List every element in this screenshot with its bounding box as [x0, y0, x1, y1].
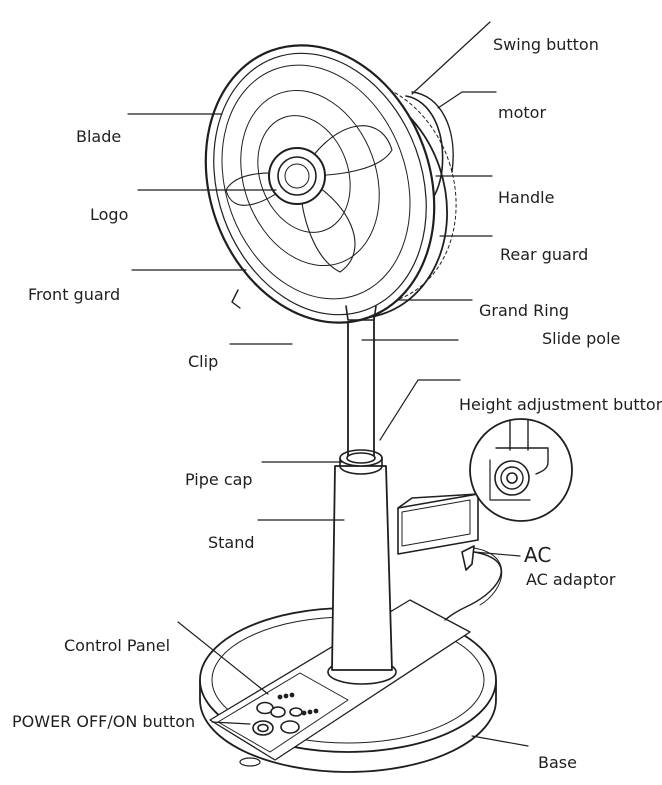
label-control-panel: Control Panel [64, 636, 171, 655]
label-height-adjustment-button: Height adjustment button [459, 395, 662, 414]
label-base: Base [538, 753, 577, 772]
label-handle: Handle [498, 188, 555, 207]
label-ac-adaptor: AC adaptor [526, 570, 616, 589]
label-logo: Logo [90, 205, 129, 224]
label-swing-button: Swing button [493, 35, 599, 54]
label-pipe-cap: Pipe cap [185, 470, 253, 489]
label-blade: Blade [76, 127, 122, 146]
fan-head [204, 44, 457, 324]
label-motor: motor [498, 103, 547, 122]
label-slide-pole: Slide pole [542, 329, 621, 348]
label-ac: AC [524, 543, 552, 567]
label-stand: Stand [208, 533, 255, 552]
label-grand-ring: Grand Ring [479, 301, 570, 320]
leader-lines [127, 21, 529, 747]
label-rear-guard: Rear guard [500, 245, 589, 264]
ac-adaptor-shape [397, 493, 503, 621]
label-clip: Clip [188, 352, 219, 371]
label-power-button: POWER OFF/ON button [12, 712, 196, 731]
label-front-guard: Front guard [28, 285, 121, 304]
height-adjustment-inset [469, 418, 573, 522]
stand-shape [327, 317, 397, 685]
